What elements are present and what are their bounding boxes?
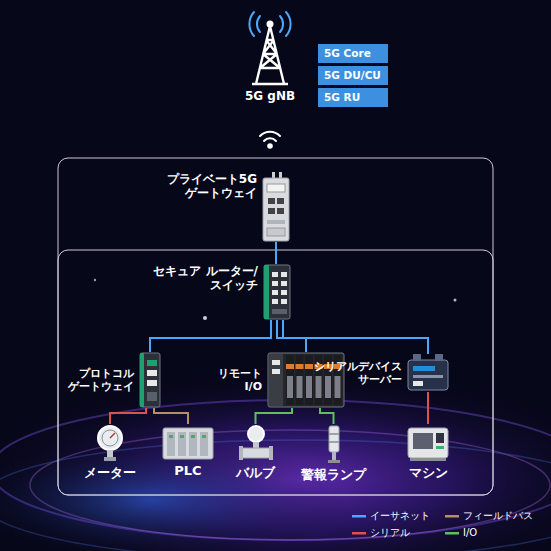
device-node: シリアルデバイス サーバー xyxy=(304,354,449,392)
device-label: メーター xyxy=(84,465,136,481)
legend-line xyxy=(445,513,459,519)
plc-icon xyxy=(162,424,214,460)
legend-entry: フィールドバス xyxy=(445,510,533,522)
connector-line xyxy=(275,242,277,264)
device-label: PLC xyxy=(174,463,201,479)
connector-line xyxy=(256,408,293,424)
device-node: メーター xyxy=(84,424,136,481)
tech-badge: 5G Core xyxy=(318,44,388,63)
legend-entry: イーサネット xyxy=(352,510,430,522)
legend-label: シリアル xyxy=(370,527,410,539)
sw-icon xyxy=(263,264,291,320)
nport-icon xyxy=(407,354,449,392)
device-node: バルブ xyxy=(236,424,275,481)
connector-line xyxy=(110,408,146,424)
legend-line xyxy=(445,530,459,536)
gw5g-icon xyxy=(262,172,290,242)
legend-entry: シリアル xyxy=(352,527,410,539)
connector-line xyxy=(154,408,188,424)
device-label: プライベート5G ゲートウェイ xyxy=(161,172,257,201)
pgw-icon xyxy=(139,352,161,408)
valve-icon xyxy=(239,424,273,462)
connector-line xyxy=(283,320,428,354)
legend-line xyxy=(352,530,366,536)
device-node: PLC xyxy=(162,424,214,479)
device-label: セキュア ルーター/スイッチ xyxy=(150,264,258,293)
device-node: セキュア ルーター/スイッチ xyxy=(150,264,291,320)
tech-badge: 5G DU/CU xyxy=(318,66,388,85)
legend-entry: I/O xyxy=(445,527,477,539)
device-label: プロトコル ゲートウェイ xyxy=(60,367,134,393)
badge-label: 5G DU/CU xyxy=(324,69,382,82)
badge-label: 5G RU xyxy=(324,91,382,104)
device-node: 5G gNB xyxy=(238,14,302,103)
device-node: プライベート5G ゲートウェイ xyxy=(161,172,290,242)
legend-label: I/O xyxy=(463,527,477,539)
legend-label: フィールドバス xyxy=(463,510,533,522)
device-node: マシン xyxy=(406,424,450,481)
device-label: シリアルデバイス サーバー xyxy=(304,360,402,386)
lamp-icon xyxy=(326,424,342,464)
badge-label: 5G Core xyxy=(324,47,382,60)
device-node: 警報ランプ xyxy=(301,424,366,483)
meter-icon xyxy=(94,424,126,462)
connector-line xyxy=(150,320,271,352)
device-node: プロトコル ゲートウェイ xyxy=(60,352,161,408)
device-label: 警報ランプ xyxy=(301,467,366,483)
tech-badge: 5G RU xyxy=(318,88,388,107)
wifi-symbol xyxy=(260,132,280,148)
legend-label: イーサネット xyxy=(370,510,430,522)
device-label: 5G gNB xyxy=(245,89,295,103)
machine-icon xyxy=(406,424,450,462)
connector-line xyxy=(427,392,429,424)
legend-line xyxy=(352,513,366,519)
tower-icon xyxy=(238,14,302,86)
device-label: バルブ xyxy=(236,465,275,481)
device-label: リモート I/O xyxy=(210,367,262,393)
connector-line xyxy=(277,320,306,352)
connector-line xyxy=(320,408,334,424)
device-label: マシン xyxy=(409,465,448,481)
